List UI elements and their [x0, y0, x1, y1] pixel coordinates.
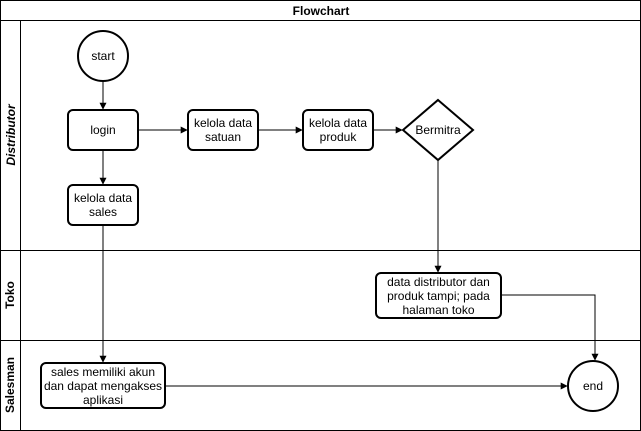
- sales-akun-label: sales memiliki akun dan dapat mengakses …: [43, 364, 163, 407]
- kelola-satuan-label: kelola data satuan: [193, 116, 253, 144]
- bermitra-label: Bermitra: [415, 123, 461, 137]
- edge-distributor-end: [501, 294, 599, 361]
- end-node[interactable]: [567, 360, 619, 412]
- kelola-produk-label: kelola data produk: [308, 116, 368, 144]
- diagram-title: Flowchart: [292, 4, 350, 18]
- start-label: start: [91, 49, 115, 63]
- login-label: login: [90, 123, 116, 137]
- end-label: end: [582, 379, 604, 393]
- lane-label-salesman: Salesman: [3, 356, 17, 414]
- data-distributor-label: data distributor dan produk tampi; pada …: [387, 274, 490, 317]
- kelola-sales-label: kelola data sales: [73, 191, 133, 219]
- lane-label-toko: Toko: [3, 281, 17, 309]
- lane-label-distributor: Distributor: [4, 104, 18, 166]
